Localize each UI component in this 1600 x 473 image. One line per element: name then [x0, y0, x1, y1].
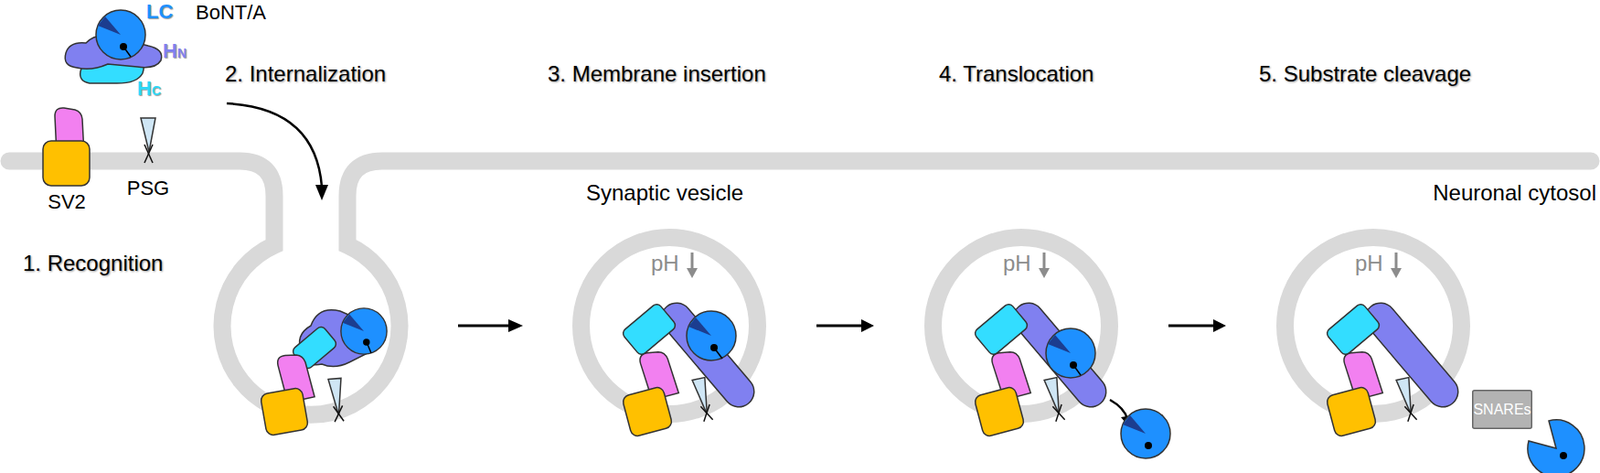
step-arrow-part — [458, 324, 511, 328]
budding-toxin-part — [366, 341, 372, 353]
internalization-arrow-part — [315, 184, 329, 201]
budding-toxin-part — [328, 377, 345, 422]
inserted-toxin-part — [714, 347, 723, 359]
vesicle-membrane — [1285, 237, 1462, 415]
domain-label: LC — [146, 0, 173, 24]
ph-down-arrow — [686, 267, 698, 278]
ph-label: pH — [1002, 250, 1032, 277]
arrow-shaft — [1168, 324, 1216, 328]
sv2-body — [42, 140, 90, 186]
synaptic-vesicle: pH — [1276, 228, 1471, 423]
internalization-arrow — [226, 103, 329, 201]
translocating-toxin-part — [1073, 364, 1081, 375]
synaptic-vesicle: pH — [924, 228, 1119, 423]
ph-down-arrow — [1390, 267, 1402, 278]
translocating-toxin — [972, 301, 1171, 459]
bont-toxin-part — [80, 60, 144, 84]
snare-box-outline — [1472, 390, 1533, 429]
bont-toxin-part — [64, 35, 162, 69]
step-arrow — [816, 319, 875, 332]
budding-toxin-part — [290, 324, 339, 371]
bont-toxin-part — [96, 10, 146, 60]
plasma-membrane — [9, 160, 1591, 415]
toxin-name: BoNT/A — [195, 0, 267, 25]
internalization-arrow-part — [226, 103, 322, 187]
ganglioside-head — [140, 117, 156, 152]
domain-label: HC — [137, 76, 161, 103]
budding-toxin-part — [259, 386, 309, 436]
region-label: Neuronal cytosol — [1432, 180, 1597, 206]
translocating-toxin-part — [1120, 415, 1133, 428]
bont-toxin-part — [123, 46, 131, 57]
component-label: PSG — [120, 176, 176, 201]
translocating-toxin-part — [1120, 408, 1171, 459]
step-label: 4. Translocation — [938, 61, 1094, 87]
domain-label: HN — [162, 39, 187, 65]
ph-down-arrow — [1038, 267, 1050, 278]
budding-toxin-part — [341, 308, 387, 354]
step-arrow — [458, 319, 523, 332]
budding-toxin — [259, 308, 387, 437]
arrow-shaft — [816, 324, 864, 328]
sv2-shape — [42, 105, 91, 188]
vesicle-membrane — [933, 237, 1110, 415]
ph-label: pH — [650, 250, 680, 277]
vesicle-membrane — [581, 237, 758, 415]
box-label: SNAREs — [1472, 389, 1533, 429]
region-label: Synaptic vesicle — [586, 180, 744, 206]
step-label: 1. Recognition — [22, 250, 163, 277]
cleaving-toxin-part — [1527, 419, 1585, 473]
synaptic-vesicle: pH — [572, 228, 767, 423]
budding-toxin-part — [276, 351, 315, 404]
ganglioside: PSG — [138, 117, 158, 165]
cleaving-toxin-part — [1559, 451, 1568, 459]
arrow-head — [861, 319, 875, 332]
arrow-head — [1213, 319, 1227, 332]
step-arrow — [1168, 319, 1227, 332]
lipid-tail — [144, 144, 153, 163]
snare-box: SNAREs — [1472, 389, 1533, 429]
ph-label: pH — [1354, 250, 1384, 277]
step-arrow-part — [508, 319, 523, 332]
translocating-toxin-part — [1109, 399, 1128, 419]
step-label: 5. Substrate cleavage — [1258, 61, 1472, 87]
inserted-toxin-part — [686, 310, 736, 361]
psg-shape — [138, 117, 158, 165]
step-label: 3. Membrane insertion — [547, 61, 767, 87]
lipid-tail — [144, 144, 153, 163]
receptor-protein: SV2 — [42, 105, 91, 188]
step-label: 2. Internalization — [224, 61, 386, 87]
component-label: SV2 — [37, 190, 96, 214]
budding-toxin-part — [299, 309, 379, 367]
